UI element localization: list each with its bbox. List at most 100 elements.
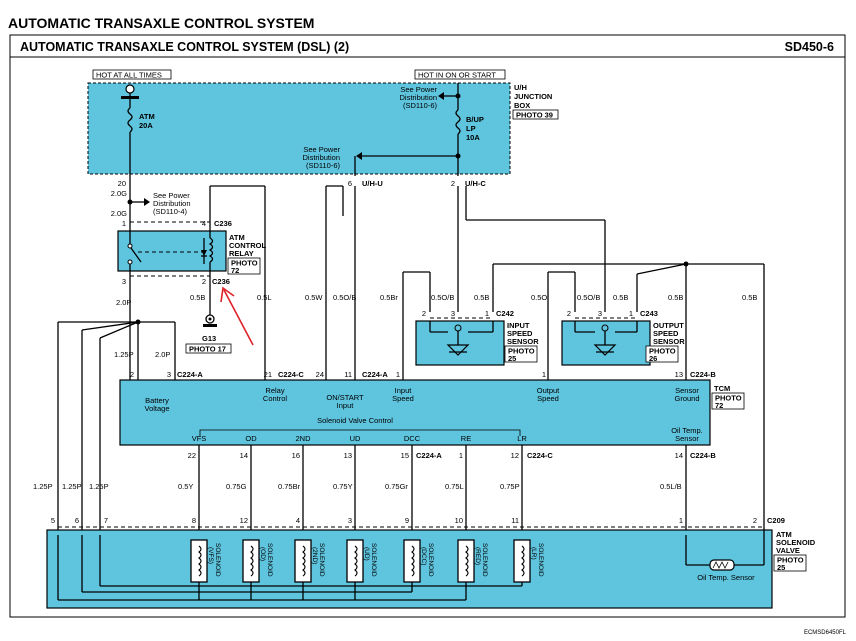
- relay-conn-bot: C236: [212, 277, 230, 286]
- tcm-conn-a2: C224-A: [362, 370, 388, 379]
- solenoid-od-icon: SOLENOID(OD): [242, 539, 273, 600]
- oss-pin-2: 2: [567, 309, 571, 318]
- tcm-pin-24: 24: [316, 370, 324, 379]
- tcm-pin-2: 2: [130, 370, 134, 379]
- output-sensor-element-icon: [574, 321, 638, 356]
- diagram-title: AUTOMATIC TRANSAXLE CONTROL SYSTEM: [8, 15, 314, 31]
- relay-coil-icon: [208, 237, 214, 263]
- power-arrow-1-icon: [438, 92, 444, 100]
- wire-1-25p-3: 1.25P: [89, 482, 109, 491]
- sig-dcc: DCC: [404, 434, 421, 443]
- sig-2nd: 2ND: [295, 434, 311, 443]
- atm-fuse-amp: 20A: [139, 121, 153, 130]
- tcm-relay-1: Relay: [265, 386, 284, 395]
- tcm-pin-13: 13: [675, 370, 683, 379]
- tcm-conn-b1: C224-B: [690, 370, 716, 379]
- input-sensor-element-icon: [429, 321, 494, 356]
- solenoid-label: SOLENOID(UD): [363, 543, 377, 577]
- wire-2-0p: 2.0P: [116, 298, 131, 307]
- solenoid-label: SOLENOID(OD): [259, 543, 273, 577]
- solenoid-ud-icon: SOLENOID(UD): [346, 539, 377, 600]
- jb-pin-20: 20: [118, 179, 126, 188]
- ground-name: G13: [202, 334, 216, 343]
- iss-photo-box: [504, 345, 538, 363]
- oss-pin-3: 3: [598, 309, 602, 318]
- oss-name-1: OUTPUT: [653, 321, 684, 330]
- valve-pin-6: 6: [75, 516, 79, 525]
- sig-re: RE: [461, 434, 471, 443]
- iss-pin-3: 3: [451, 309, 455, 318]
- oil-temp-sensor-label: Oil Temp. Sensor: [697, 573, 755, 582]
- valve-pin-8: 8: [192, 516, 196, 525]
- iss-photo-2: 25: [508, 354, 516, 363]
- wire-0-5lb: 0.5L/B: [660, 482, 682, 491]
- solenoid-label: SOLENOID(DCC): [420, 543, 434, 577]
- bup-fuse-amp: 10A: [466, 133, 480, 142]
- valve-pin-12: 12: [240, 516, 248, 525]
- power-ref-2-l3: (SD110-6): [306, 161, 341, 170]
- tcm-pin-14a: 14: [240, 451, 248, 460]
- wire-2-0g-2: 2.0G: [111, 209, 127, 218]
- sig-lr: LR: [517, 434, 527, 443]
- iss-name-1: INPUT: [507, 321, 530, 330]
- tcm-onstart-2: Input: [337, 401, 355, 410]
- tcm-pin-12: 12: [511, 451, 519, 460]
- tcm-output-1: Output: [537, 386, 560, 395]
- tcm-pin-3: 3: [167, 370, 171, 379]
- jb-conn-uhu: U/H-U: [362, 179, 383, 188]
- solenoid-lr-icon: SOLENOID(LR): [513, 539, 544, 586]
- wire-0-5y: 0.5Y: [178, 482, 193, 491]
- wire-0-5b-e: 0.5B: [742, 293, 757, 302]
- relay-power-l1: See Power: [153, 191, 190, 200]
- valve-pin-2: 2: [753, 516, 757, 525]
- atm-fuse-name: ATM: [139, 112, 155, 121]
- valve-name-2: SOLENOID: [776, 538, 816, 547]
- tcm-otemp-2: Sensor: [675, 434, 699, 443]
- wire-2-0g-1: 2.0G: [111, 189, 127, 198]
- solenoid-label: SOLENOID(2ND): [311, 543, 325, 577]
- iss-name-3: SENSOR: [507, 337, 539, 346]
- valve-pin-10: 10: [455, 516, 463, 525]
- atm-control-relay: [117, 230, 227, 272]
- wire-2-0p-b: 2.0P: [155, 350, 170, 359]
- valve-pin-9: 9: [405, 516, 409, 525]
- wire-0-5b-c: 0.5B: [613, 293, 628, 302]
- wire-0-75gr: 0.75Gr: [385, 482, 408, 491]
- iss-conn: C242: [496, 309, 514, 318]
- solenoid-group: SOLENOID(VFS)SOLENOID(OD)SOLENOID(2ND)SO…: [190, 539, 544, 600]
- diagram-frame: [9, 56, 846, 618]
- tcm-output-2: Speed: [537, 394, 559, 403]
- iss-photo-1: PHOTO: [508, 347, 535, 356]
- wire-0-75y: 0.75Y: [333, 482, 353, 491]
- iss-pin-2: 2: [422, 309, 426, 318]
- wire-0-5ob-b: 0.5O/B: [431, 293, 454, 302]
- junction-name-2: JUNCTION: [514, 92, 552, 101]
- page-code: SD450-6: [785, 40, 834, 54]
- relay-photo-2: 72: [231, 266, 239, 275]
- junction-name-3: BOX: [514, 101, 530, 110]
- tcm-battery-1: Battery: [145, 396, 169, 405]
- tcm-sgnd-2: Ground: [674, 394, 699, 403]
- oss-conn: C243: [640, 309, 658, 318]
- hot-always-label: HOT AT ALL TIMES: [96, 71, 162, 80]
- solenoid-red-icon: SOLENOID(RED): [457, 539, 488, 600]
- power-ref-2-l2: Distribution: [302, 153, 340, 162]
- tcm-sgnd-1: Sensor: [675, 386, 699, 395]
- iss-pin-1: 1: [485, 309, 489, 318]
- valve-name-3: VALVE: [776, 546, 800, 555]
- ground-photo-box: [185, 343, 232, 354]
- power-ref-1-l2: Distribution: [399, 93, 437, 102]
- tcm-conn-b2: C224-B: [690, 451, 716, 460]
- tcm-pin-21: 21: [264, 370, 272, 379]
- wire-0-75l: 0.75L: [445, 482, 464, 491]
- oss-photo-1: PHOTO: [649, 347, 676, 356]
- junction-box: [87, 82, 511, 175]
- tcm-relay-2: Control: [263, 394, 288, 403]
- annotation-arrow-icon: [223, 289, 254, 346]
- tcm-battery-2: Voltage: [144, 404, 169, 413]
- tcm-input-2: Speed: [392, 394, 414, 403]
- atm-fuse-icon: [127, 107, 133, 133]
- valve-pin-4: 4: [296, 516, 300, 525]
- relay-name-2: CONTROL: [229, 241, 266, 250]
